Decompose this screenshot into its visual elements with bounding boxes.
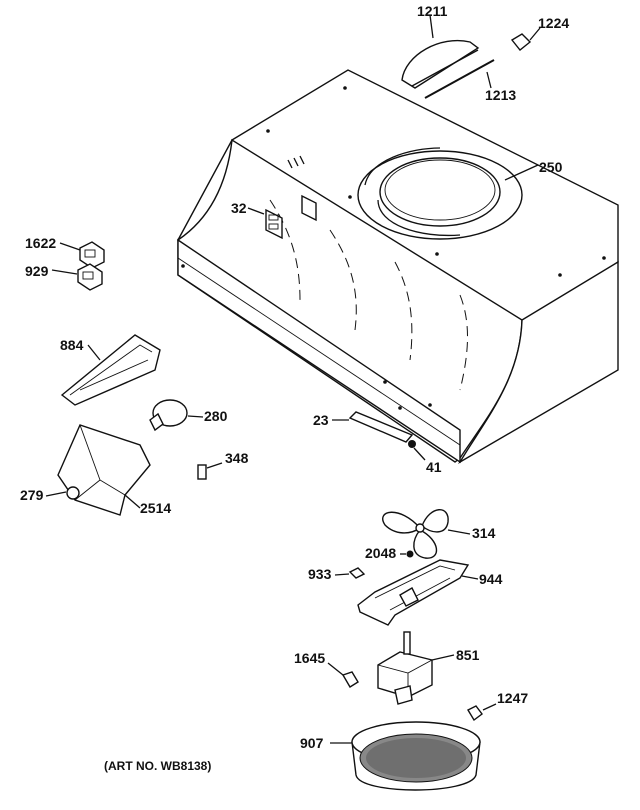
label-23: 23 [313,412,329,428]
motor-bracket-part [357,559,479,626]
label-1645: 1645 [294,650,325,666]
label-1211: 1211 [417,3,448,19]
screw-41-part [408,440,426,461]
label-929: 929 [25,263,49,279]
label-851: 851 [456,647,480,663]
clip-933-part [334,567,366,579]
grease-filter-part [330,721,481,791]
label-944: 944 [479,571,503,587]
switch-929-part [51,263,103,291]
label-907: 907 [300,735,324,751]
range-hood-body [176,69,619,464]
light-lens-part [60,334,161,406]
fan-nut-part [400,550,414,558]
motor-part [377,631,455,705]
light-bulb-part [149,399,204,432]
clip-348-part [197,462,223,480]
label-41: 41 [426,459,442,475]
label-32: 32 [231,200,247,216]
art-number: (ART NO. WB8138) [104,759,211,773]
label-1224: 1224 [538,15,569,31]
label-250: 250 [539,159,563,175]
switch-1622-part [59,241,105,269]
damper-flap-part [401,14,480,89]
label-280: 280 [204,408,228,424]
label-1247: 1247 [497,690,528,706]
damper-rod-part [424,59,495,99]
label-884: 884 [60,337,84,353]
switch-plate-part [247,194,317,240]
nameplate-part [332,411,414,443]
label-2514: 2514 [140,500,171,516]
label-1213: 1213 [485,87,516,103]
label-279: 279 [20,487,44,503]
label-933: 933 [308,566,332,582]
lamp-bracket-part [57,424,151,516]
part-labels: 1211 1224 1213 250 32 1622 929 884 280 2… [20,3,569,751]
leader-250 [504,164,539,181]
clip-1247-part [467,703,497,722]
fan-blade-part [382,509,471,559]
label-1622: 1622 [25,235,56,251]
label-314: 314 [472,525,496,541]
label-348: 348 [225,450,249,466]
leader-279 [45,491,67,497]
grommet-part [327,662,359,688]
label-2048: 2048 [365,545,396,561]
damper-clip-part [510,27,541,51]
